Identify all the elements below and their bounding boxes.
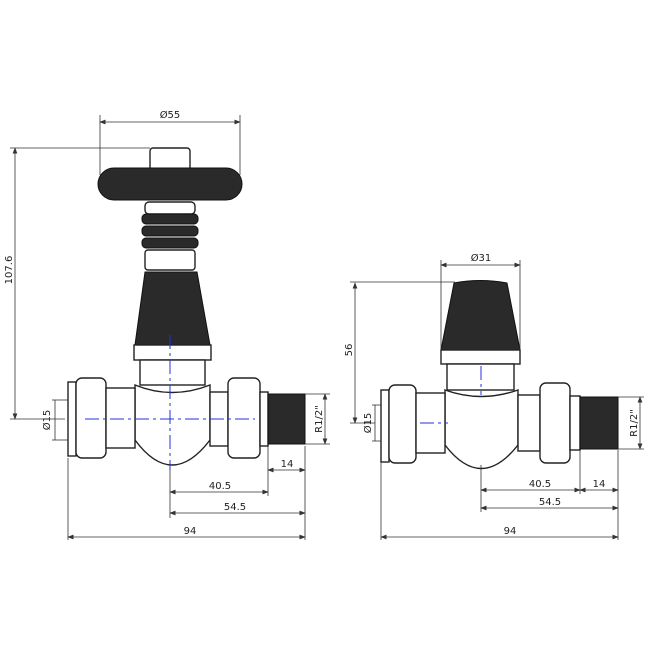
left-head-diameter-label: Ø55 [160,109,181,121]
right-center-to-end-label: 54.5 [539,497,561,508]
left-thread-label: R1/2" [314,405,325,433]
left-thread [267,393,306,445]
left-body [134,383,211,466]
right-compression-nut [388,384,417,464]
right-overall-length-label: 94 [504,526,517,537]
left-overall-length-label: 94 [184,526,197,537]
right-thread-label: R1/2" [629,409,640,437]
right-union [517,394,541,452]
left-tail-collar [259,391,269,447]
left-height-label: 107.6 [4,256,15,285]
left-tail-length-label: 14 [281,459,294,470]
right-pipe-diameter-label: Ø15 [362,413,374,434]
right-tail-length-label: 14 [593,479,606,490]
right-valve: Ø31 56 Ø15 R1/2" 40.5 14 54.5 94 [344,252,644,540]
left-compression-nut [75,377,107,459]
left-valve: Ø55 107.6 Ø15 R1/2" 14 40.5 54.5 94 [4,109,330,540]
right-cap-band [440,349,521,365]
left-wheel-head [97,167,243,201]
right-center-to-nut-label: 40.5 [529,479,551,490]
left-head-cap [149,147,191,171]
left-bonnet-band [133,344,212,361]
left-stem-rings [141,201,199,271]
left-pipe-insert [67,381,77,457]
left-center-to-nut-label: 40.5 [209,481,231,492]
left-neck [139,359,206,386]
right-thread [579,396,619,450]
right-lockshield-cap [440,280,521,351]
right-tail-collar [569,395,581,451]
left-sleeve [105,387,136,449]
left-bonnet [134,271,211,346]
left-pipe-diameter-label: Ø15 [41,410,53,431]
right-union-nut [539,382,571,464]
right-pipe-insert [380,389,390,463]
right-height-label: 56 [344,344,355,357]
right-body [444,389,519,470]
right-head-diameter-label: Ø31 [471,252,492,264]
left-center-to-end-label: 54.5 [224,502,246,513]
left-union-nut [227,377,261,459]
